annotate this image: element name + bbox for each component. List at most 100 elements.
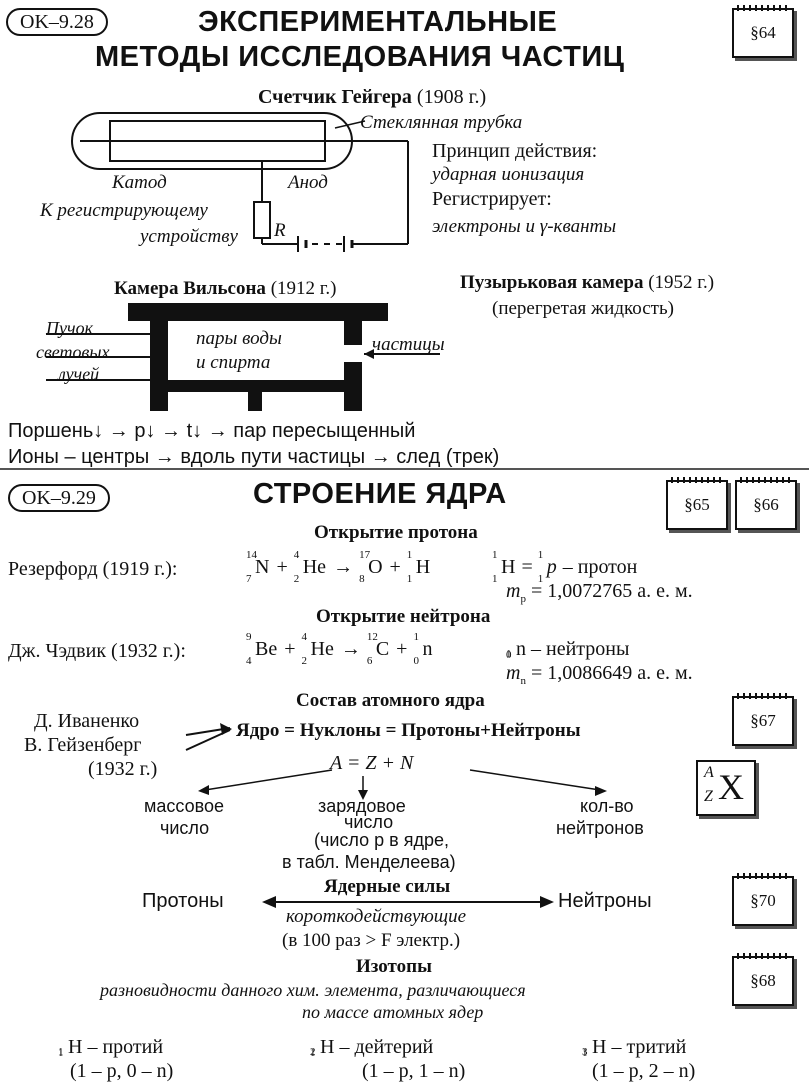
- proton-def-tail: – протон: [557, 556, 638, 578]
- title-line-2: МЕТОДЫ ИССЛЕДОВАНИЯ ЧАСТИЦ: [95, 41, 625, 73]
- protium-composition: (1 – p, 0 – n): [70, 1060, 174, 1082]
- p-charge-number: 1: [537, 573, 544, 585]
- wilson-top-wall: [128, 303, 388, 321]
- deuterium-composition: (1 – p, 1 – n): [362, 1060, 466, 1082]
- proton-reaction-operator: →: [333, 556, 354, 578]
- wilson-heading: Камера Вильсона (1912 г.): [114, 278, 337, 300]
- element-symbol: He: [302, 556, 327, 578]
- particles-arrow-icon: [364, 349, 374, 359]
- geiger-heading: Счетчик Гейгера (1908 г.): [258, 86, 486, 109]
- section-64-badge: §64: [732, 5, 794, 58]
- proton-mass-value: = 1,0072765 а. е. м.: [525, 580, 693, 602]
- proton-mass: mp = 1,0072765 а. е. м.: [506, 580, 693, 605]
- mass-number: 14: [246, 549, 257, 561]
- protons-label: Протоны: [142, 890, 224, 912]
- wilson-line-2: Ионы – центры → вдоль пути частицы → сле…: [8, 446, 500, 468]
- element-symbol: H: [415, 556, 431, 578]
- mass-number-label-1: массовое: [144, 796, 224, 816]
- cathode-label: Катод: [112, 172, 167, 193]
- resistor-r: [253, 201, 271, 239]
- element-symbol: C: [375, 638, 390, 660]
- authors-year: (1932 г.): [88, 758, 158, 780]
- vapor-label-1: пары воды: [196, 328, 282, 349]
- element-symbol: O: [368, 556, 383, 578]
- section-65-badge: §65: [666, 477, 728, 530]
- heisenberg-label: В. Гейзенберг: [24, 734, 142, 756]
- title-line-1: ЭКСПЕРИМЕНТАЛЬНЫЕ: [198, 6, 558, 38]
- neutron-mass-symbol: m: [506, 662, 521, 684]
- resistor-label: R: [274, 220, 286, 241]
- charge-number: 2: [293, 573, 300, 585]
- charge-number: 1: [406, 573, 413, 585]
- vapor-label-2: и спирта: [196, 352, 271, 373]
- wilson-piston: [168, 380, 344, 392]
- proton-mass-sub: p: [520, 593, 526, 605]
- element-symbol: N: [255, 556, 270, 578]
- h-mass-number: 1: [492, 549, 498, 561]
- strength-label: (в 100 раз > F электр.): [282, 930, 461, 951]
- p-mass-number: 1: [537, 549, 544, 561]
- wilson-title: Камера Вильсона: [114, 278, 266, 299]
- h-charge-number: 1: [492, 573, 498, 585]
- mass-number: 1: [406, 549, 413, 561]
- element-symbol: Be: [255, 638, 278, 660]
- beam-label-2: световых: [36, 342, 110, 362]
- beam-label-1: Пучок: [46, 318, 93, 338]
- charge-number: 6: [366, 655, 373, 667]
- glass-tube-label: Стеклянная трубка: [360, 112, 523, 133]
- neutron-heading: Открытие нейтрона: [316, 606, 491, 627]
- section-67-label: §67: [750, 711, 776, 730]
- principle-value: ударная ионизация: [432, 164, 585, 185]
- rutherford-label: Резерфорд (1919 г.):: [8, 558, 178, 580]
- charge-number: 2: [301, 655, 308, 667]
- mass-number: 17: [359, 549, 371, 561]
- card-code-9-29: OK–9.29: [8, 484, 110, 512]
- n-mass-number: 1: [506, 648, 512, 660]
- section-67-badge: §67: [732, 693, 794, 746]
- protium-name: H – протий: [68, 1036, 164, 1058]
- mass-number: 4: [301, 631, 308, 643]
- geiger-title: Счетчик Гейгера: [258, 86, 412, 108]
- bottom-title: СТРОЕНИЕ ЯДРА: [253, 478, 507, 510]
- short-range-label: короткодействующие: [286, 906, 467, 927]
- geiger-year: (1908 г.): [416, 86, 487, 108]
- nucleus-formula: Ядро = Нуклоны = Протоны+Нейтроны: [236, 720, 581, 741]
- chadwick-label: Дж. Чэдвик (1932 г.):: [8, 640, 186, 662]
- neutron-mass: mn = 1,0086649 а. е. м.: [506, 662, 693, 687]
- tritium-z: 1: [582, 1047, 588, 1059]
- neutron-def-text: n – нейтроны: [516, 638, 630, 660]
- charge-label-2: число: [344, 812, 394, 832]
- notation-a: A: [704, 764, 714, 781]
- anode-label: Анод: [288, 172, 328, 193]
- wilson-line-1: Поршень↓ → p↓ → t↓ → пар пересыщенный: [8, 420, 416, 442]
- deuterium-name: H – дейтерий: [320, 1036, 434, 1058]
- section-divider: [0, 468, 809, 470]
- charge-number: 0: [413, 655, 419, 667]
- protium-z: 1: [58, 1047, 64, 1059]
- mass-number-equation: A = Z + N: [330, 752, 414, 774]
- charge-number: 4: [246, 655, 252, 667]
- registers-label: Регистрирует:: [432, 188, 552, 210]
- ivanenko-label: Д. Иваненко: [34, 710, 140, 732]
- charge-label-3: (число p в ядре,: [314, 830, 449, 850]
- proton-mass-symbol: m: [506, 580, 521, 602]
- mass-number-label-2: число: [160, 818, 210, 838]
- tritium-composition: (1 – p, 2 – n): [592, 1060, 696, 1082]
- charge-label-4: в табл. Менделеева): [282, 852, 456, 872]
- composition-heading: Состав атомного ядра: [296, 690, 485, 711]
- charge-label-1: зарядовое: [318, 796, 406, 816]
- n-charge-number: 0: [506, 649, 512, 661]
- section-68-label: §68: [750, 971, 776, 990]
